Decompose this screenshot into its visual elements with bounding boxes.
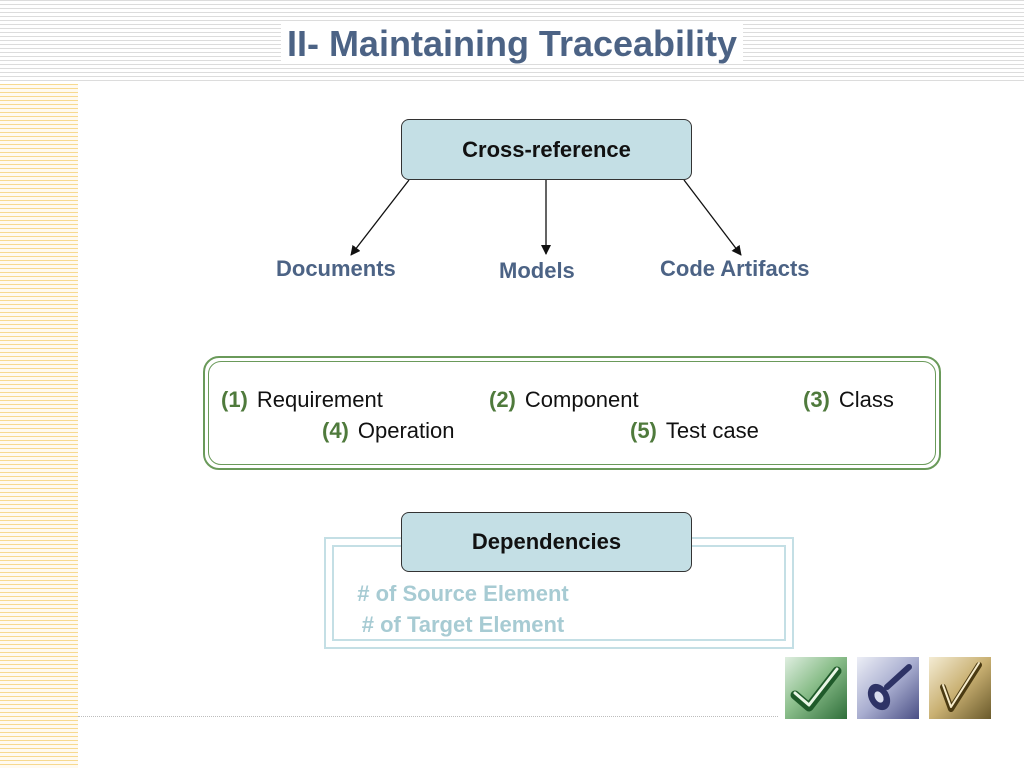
cd-disc-icon (857, 657, 919, 719)
type-number: (5) (630, 418, 657, 443)
type-item-test-case: (5) Test case (630, 418, 759, 444)
type-label: Class (838, 387, 894, 412)
left-stripe-background (0, 84, 78, 768)
cross-reference-node: Cross-reference (401, 119, 692, 180)
type-number: (3) (803, 387, 830, 412)
slide-title: II- Maintaining Traceability (0, 22, 1024, 66)
type-item-component: (2) Component (489, 387, 639, 413)
arrow-to-code-artifacts (683, 179, 742, 256)
type-item-operation: (4) Operation (322, 418, 455, 444)
type-number: (4) (322, 418, 349, 443)
type-label: Component (524, 387, 639, 412)
type-label: Requirement (256, 387, 383, 412)
target-code-artifacts: Code Artifacts (660, 256, 810, 281)
pen-check-icon (929, 657, 991, 719)
type-item-requirement: (1) Requirement (221, 387, 383, 413)
type-number: (1) (221, 387, 248, 412)
type-label: Test case (665, 418, 759, 443)
type-label: Operation (357, 418, 455, 443)
element-types-box (203, 356, 941, 470)
target-documents: Documents (276, 256, 396, 281)
type-number: (2) (489, 387, 516, 412)
arrow-to-documents (350, 179, 410, 256)
checkmark-icon (785, 657, 847, 719)
dependency-line-source: # of Source Element (357, 581, 569, 606)
dependency-line-target: # of Target Element (361, 612, 565, 637)
target-models: Models (499, 258, 575, 283)
dependencies-node: Dependencies (401, 512, 692, 572)
bottom-divider (78, 716, 778, 717)
type-item-class: (3) Class (803, 387, 894, 413)
